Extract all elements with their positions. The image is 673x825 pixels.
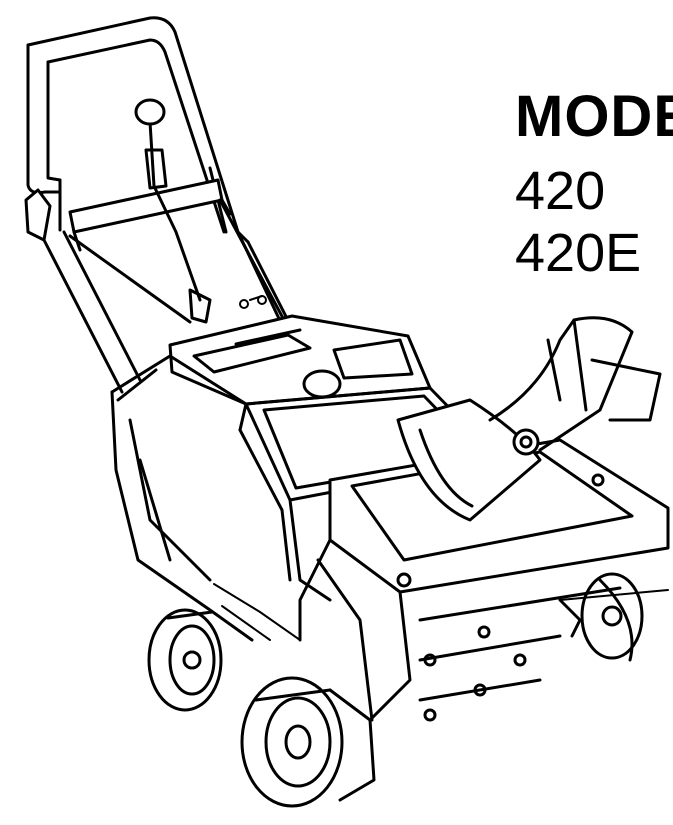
- frame-details: [213, 295, 669, 641]
- model-number-420: 420: [515, 161, 606, 221]
- model-number-420e: 420E: [515, 223, 642, 283]
- auger-housing: [298, 438, 670, 722]
- handle: [24, 16, 302, 394]
- rear-wheel: [147, 608, 223, 712]
- model-heading: MODE: [515, 84, 673, 149]
- discharge-chute: [396, 316, 662, 522]
- front-wheel: [240, 676, 376, 808]
